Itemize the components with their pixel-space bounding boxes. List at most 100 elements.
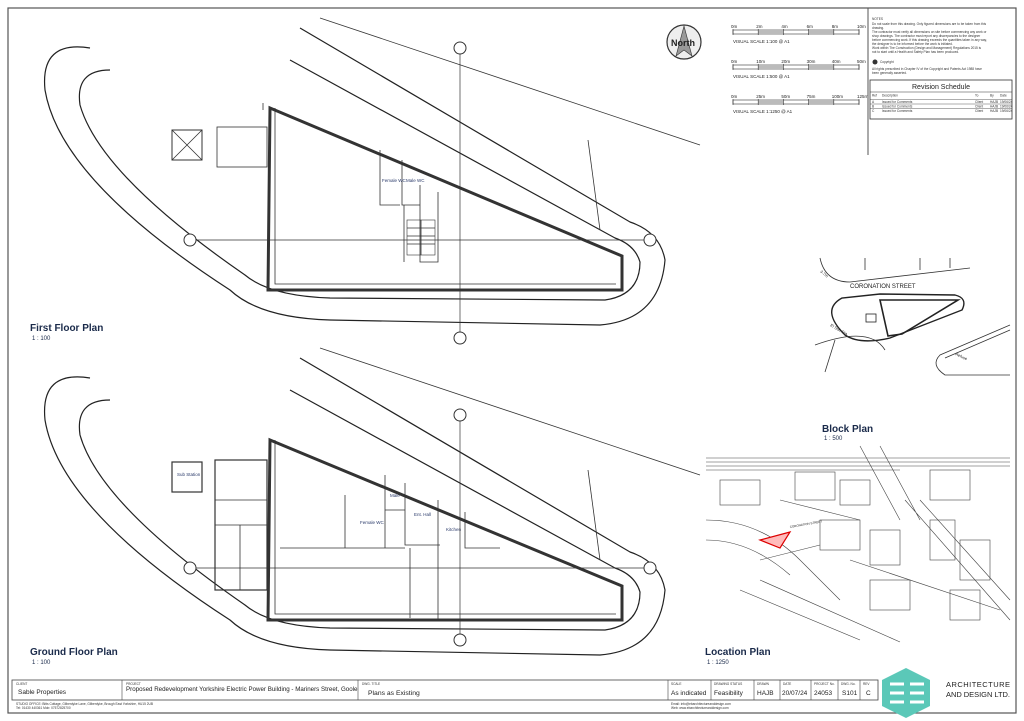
project-no-value: 24053 bbox=[814, 690, 832, 697]
sub-station bbox=[171, 461, 203, 493]
scale-tick-label: 0m bbox=[731, 94, 738, 99]
rev-value: C bbox=[866, 690, 871, 697]
section-marker[interactable] bbox=[643, 233, 657, 247]
revision-cell: HAJB bbox=[990, 100, 998, 104]
dwg-no-label: DWG. No. bbox=[841, 682, 856, 686]
company-name: AND DESIGN LTD. bbox=[946, 690, 1010, 699]
scale-tick-label: 125m bbox=[857, 94, 869, 99]
section-marker[interactable] bbox=[453, 633, 467, 647]
room-label: Female WC bbox=[382, 178, 407, 183]
company-logo bbox=[882, 668, 930, 718]
scale-tick-label: 6m bbox=[807, 24, 814, 29]
note-line: drawing. bbox=[872, 26, 884, 30]
scale-tick-label: 0m bbox=[731, 24, 738, 29]
section-marker[interactable] bbox=[643, 561, 657, 575]
block-plan: CORONATION STREET 3.7m El Sub Sta Refuse… bbox=[814, 257, 1011, 442]
note-line: the designer is to be informed before th… bbox=[872, 42, 953, 46]
roof-cross bbox=[171, 129, 203, 161]
note-line: not to start until a Health and Safety P… bbox=[872, 50, 959, 54]
level-label: 3.7m bbox=[819, 269, 830, 279]
drawn-value: HAJB bbox=[757, 690, 774, 697]
rights-line: All rights prescribed in Chapter IV of t… bbox=[872, 67, 982, 71]
block-road bbox=[935, 324, 1011, 376]
ground-floor-plan: Male Female WC Ent. Hall Kitchen Sub Sta… bbox=[30, 347, 701, 666]
scale-tick-label: 30m bbox=[807, 59, 816, 64]
sheet-border bbox=[7, 7, 1017, 714]
revision-cell: B bbox=[872, 105, 874, 109]
client-value: Sable Properties bbox=[18, 689, 67, 696]
section-marker[interactable] bbox=[453, 408, 467, 422]
section-marker[interactable] bbox=[453, 41, 467, 55]
site-boundary-outer bbox=[43, 27, 666, 326]
boundary-line bbox=[587, 469, 601, 561]
core-walls bbox=[379, 150, 439, 263]
boundary-line bbox=[587, 139, 601, 231]
plan-title: Location Plan bbox=[705, 647, 771, 658]
block-road bbox=[819, 257, 971, 283]
office-phone: Tel: 01430 440361 Mob: 07572825700 bbox=[16, 706, 71, 710]
stair-treads bbox=[407, 220, 435, 255]
building-outline bbox=[266, 437, 624, 622]
rev-label: REV bbox=[863, 682, 870, 686]
project-no-label: PROJECT No. bbox=[814, 682, 835, 686]
scale-tick-label: 50m bbox=[857, 59, 866, 64]
scale-tick-label: 10m bbox=[756, 59, 765, 64]
scale-tick-label: 75m bbox=[807, 94, 816, 99]
plan-title: Ground Floor Plan bbox=[30, 647, 118, 658]
scale-tick-label: 2m bbox=[756, 24, 763, 29]
site-boundary-outer bbox=[43, 357, 666, 656]
copyright-label: Copyright bbox=[880, 60, 894, 64]
revision-cell: Issued for Comments bbox=[882, 105, 913, 109]
revision-cell: A bbox=[872, 100, 875, 104]
revision-cell: 19/06/24 bbox=[1000, 109, 1013, 113]
scale-label: SCALE bbox=[671, 682, 681, 686]
site-boundary-inner bbox=[78, 59, 641, 301]
section-marker[interactable] bbox=[183, 233, 197, 247]
revision-cell: Issued for Comments bbox=[882, 109, 913, 113]
adjacent-room-walls bbox=[215, 499, 267, 590]
sub-station-roof bbox=[171, 129, 203, 161]
drawing-title-label: DWG. TITLE bbox=[362, 682, 380, 686]
note-line: Work within The Construction (Design and… bbox=[872, 46, 981, 50]
plan-scale: 1 : 500 bbox=[824, 436, 843, 442]
scale-value: As indicated bbox=[671, 690, 707, 697]
note-line: before commencing work. If this drawing … bbox=[872, 38, 987, 42]
notes-heading: NOTES bbox=[872, 17, 883, 21]
street-label: CORONATION STREET bbox=[850, 284, 916, 290]
status-value: Feasibility bbox=[714, 690, 744, 697]
scale-tick-label: 8m bbox=[832, 24, 839, 29]
revision-cell: Client bbox=[975, 100, 983, 104]
date-label: DATE bbox=[783, 682, 791, 686]
section-marker[interactable] bbox=[453, 331, 467, 345]
adjacent-structure bbox=[216, 126, 268, 168]
plan-scale: 1 : 100 bbox=[32, 336, 51, 342]
revision-header-cell: Date bbox=[1000, 94, 1007, 98]
scale-tick-label: 100m bbox=[832, 94, 844, 99]
plan-title: Block Plan bbox=[822, 424, 873, 435]
revision-header-cell: Ref bbox=[872, 94, 877, 98]
road-edge bbox=[319, 347, 701, 476]
room-label: Male bbox=[390, 493, 400, 498]
road-edge bbox=[319, 17, 701, 146]
section-marker[interactable] bbox=[183, 561, 197, 575]
website: Web: www.ebarchitectureanddesign.com bbox=[671, 706, 729, 710]
block-label: Refuse bbox=[955, 351, 969, 361]
revision-cell: Client bbox=[975, 109, 983, 113]
scale-tick-label: 25m bbox=[756, 94, 765, 99]
plan-title: First Floor Plan bbox=[30, 323, 103, 334]
first-floor-plan: Female WC Male WC First Floor Plan 1 : 1… bbox=[30, 17, 701, 345]
revision-cell: HAJB bbox=[990, 109, 998, 113]
project-label: PROJECT bbox=[126, 682, 141, 686]
revision-header-cell: By bbox=[990, 94, 994, 98]
revision-cell: 19/06/24 bbox=[1000, 105, 1013, 109]
north-label: North bbox=[671, 38, 695, 48]
scale-caption: VISUAL SCALE 1:1250 @ A1 bbox=[733, 109, 793, 114]
room-label: Sub Station bbox=[177, 472, 201, 477]
revision-cell: Issued for Comments bbox=[882, 100, 913, 104]
plan-scale: 1 : 1250 bbox=[707, 660, 729, 666]
